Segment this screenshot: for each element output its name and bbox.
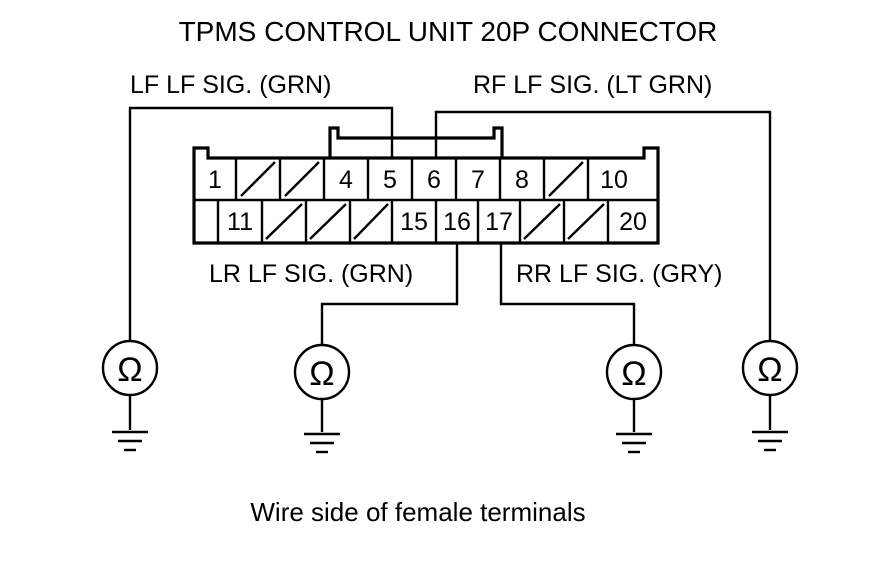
lf-wire-label: LF LF SIG. (GRN) <box>130 71 331 99</box>
rf-wire-label: RF LF SIG. (LT GRN) <box>473 71 712 99</box>
connector-20p: 1 4 5 6 7 8 10 11 15 <box>192 126 660 245</box>
rf-wire <box>434 110 772 340</box>
blocked-cavity <box>548 161 584 197</box>
diagram-caption: Wire side of female terminals <box>250 497 585 527</box>
blocked-cavity <box>353 203 389 240</box>
pin-8: 8 <box>515 166 529 194</box>
ohmmeter-lr: Ω <box>293 343 351 454</box>
svg-text:Ω: Ω <box>309 355 334 393</box>
pin-5: 5 <box>383 166 397 194</box>
ground-icon <box>752 430 788 452</box>
pin-11: 11 <box>227 208 253 236</box>
lr-wire-label: LR LF SIG. (GRN) <box>209 260 413 288</box>
pin-4: 4 <box>339 166 353 194</box>
rr-wire <box>499 243 636 345</box>
top-row: 1 4 5 6 7 8 10 <box>208 158 628 200</box>
pin-10: 10 <box>600 166 628 194</box>
rr-wire-label: RR LF SIG. (GRY) <box>516 260 723 288</box>
blocked-cavity <box>309 203 347 240</box>
pin-17: 17 <box>485 208 513 236</box>
ground-icon <box>304 432 340 454</box>
pin-6: 6 <box>427 166 441 194</box>
svg-text:Ω: Ω <box>117 351 142 389</box>
ground-icon <box>616 432 652 454</box>
pin-20: 20 <box>619 208 647 236</box>
pin-15: 15 <box>400 208 428 236</box>
diagram-title: TPMS CONTROL UNIT 20P CONNECTOR <box>179 16 718 47</box>
pin-7: 7 <box>471 166 485 194</box>
ground-icon <box>112 430 148 452</box>
pin-1: 1 <box>208 166 222 194</box>
blocked-cavity <box>284 161 320 197</box>
svg-text:Ω: Ω <box>757 351 782 389</box>
svg-text:Ω: Ω <box>621 355 646 393</box>
pin-16: 16 <box>443 208 471 236</box>
blocked-cavity <box>265 203 303 240</box>
connector-lock-tab <box>328 126 504 158</box>
ohmmeter-rr: Ω <box>605 343 663 454</box>
blocked-cavity <box>567 203 605 240</box>
lf-wire <box>128 106 394 340</box>
blocked-cavity <box>523 203 561 240</box>
connector-outline <box>192 146 660 245</box>
lr-wire <box>320 243 459 345</box>
bottom-row: 11 15 16 17 20 <box>216 200 647 243</box>
ohmmeter-lf: Ω <box>101 339 159 452</box>
blocked-cavity <box>240 161 276 197</box>
ohmmeter-rf: Ω <box>741 339 799 452</box>
